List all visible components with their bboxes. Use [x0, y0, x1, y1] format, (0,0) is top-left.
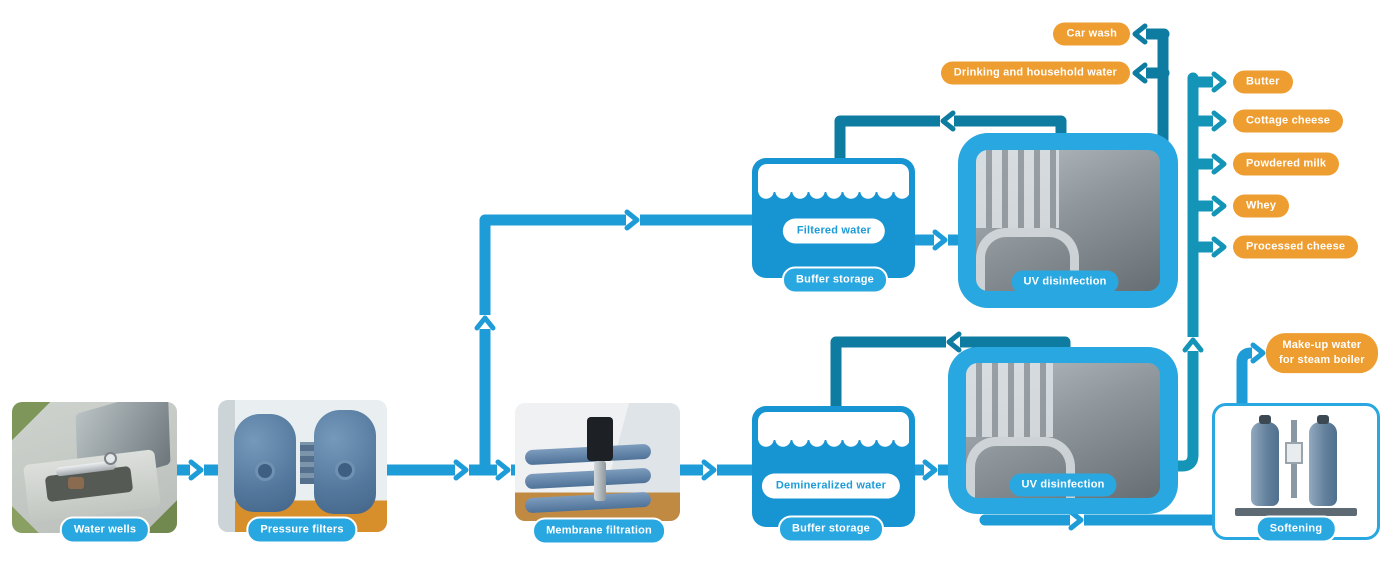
pipe-arch: [976, 227, 1080, 291]
membrane-filtration-photo: [515, 403, 680, 521]
vessel-cap: [1259, 415, 1271, 424]
softening-to-makeup-line: [1236, 347, 1268, 411]
pump-motor: [587, 417, 613, 461]
buffer-storage-bottom-label: Buffer storage: [778, 515, 884, 543]
pressure-filters-photo: [218, 400, 387, 532]
pressure-gauge: [104, 452, 117, 465]
pressure-filters-label: Pressure filters: [246, 516, 358, 544]
filter-tank: [234, 414, 296, 512]
base-frame: [1235, 508, 1357, 516]
water-level-wave: [758, 164, 909, 201]
water-wells-label: Water wells: [59, 516, 151, 544]
output-drinking-water: Drinking and household water: [940, 61, 1130, 85]
water-level-wave: [758, 412, 909, 449]
makeup-water-line2: for steam boiler: [1279, 354, 1365, 366]
softener-vessel: [1309, 422, 1337, 506]
filtered-water-buffer-tank: [752, 158, 915, 278]
flow-arrows: [188, 23, 1266, 531]
makeup-water-line1: Make-up water: [1282, 339, 1362, 352]
control-valve: [1285, 442, 1303, 464]
output-processed-cheese: Processed cheese: [1233, 235, 1359, 259]
window-panel: [976, 150, 1059, 228]
pump-column: [594, 461, 606, 501]
well-fitting: [68, 477, 84, 489]
membrane-vessel: [524, 467, 652, 490]
uv-disinfection-top-photo: [976, 150, 1160, 291]
softening-label: Softening: [1255, 515, 1337, 543]
filtered-branch-line: [479, 214, 766, 476]
pipe-arch: [966, 437, 1075, 498]
window-panel: [966, 363, 1054, 438]
filtered-water-label: Filtered water: [782, 218, 886, 244]
output-powdered-milk: Powdered milk: [1233, 152, 1340, 176]
uv-disinfection-bottom-photo: [966, 363, 1160, 498]
water-wells-photo: [12, 402, 177, 533]
membrane-vessel: [524, 491, 652, 514]
output-car-wash: Car wash: [1053, 22, 1130, 46]
dairy-supply-trunk: [1164, 72, 1218, 472]
output-cottage-cheese: Cottage cheese: [1233, 109, 1344, 133]
buffer-storage-top-label: Buffer storage: [782, 266, 888, 294]
uv-disinfection-bottom-label: UV disinfection: [1009, 473, 1117, 497]
softener-vessel: [1251, 422, 1279, 506]
output-butter: Butter: [1233, 70, 1293, 94]
uv-disinfection-top-label: UV disinfection: [1011, 270, 1119, 294]
filter-tank: [314, 410, 376, 514]
output-whey: Whey: [1233, 194, 1290, 218]
output-makeup-water: Make-up water for steam boiler: [1266, 333, 1378, 373]
membrane-filtration-label: Membrane filtration: [532, 517, 666, 545]
demineralized-water-label: Demineralized water: [761, 473, 901, 499]
vessel-cap: [1317, 415, 1329, 424]
demineralized-water-buffer-tank: [752, 406, 915, 527]
